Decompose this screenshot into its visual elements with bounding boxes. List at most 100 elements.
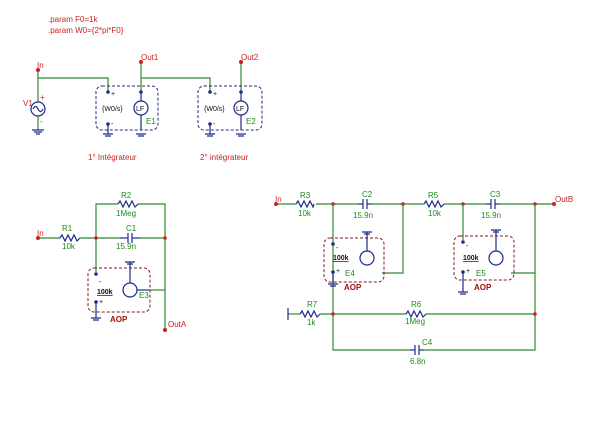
circuit-a: In OutA R1 10k R2 1Meg C1 15.9n xyxy=(36,191,187,332)
net-label-out2: Out2 xyxy=(241,53,259,62)
net-label-out1: Out1 xyxy=(141,53,159,62)
capacitor-c1[interactable]: C1 15.9n xyxy=(116,224,140,251)
opamp-e3[interactable]: - + 100k E3 AOP xyxy=(87,261,151,324)
ground-icon xyxy=(103,133,113,137)
ground-icon xyxy=(362,231,372,235)
resistor-icon xyxy=(117,199,139,209)
svg-text:-: - xyxy=(111,121,114,128)
integrator-e2[interactable]: + - {W0/s} LF E2 xyxy=(197,85,263,131)
param-w0: .param W0={2*pi*F0} xyxy=(48,26,124,35)
capacitor-c4[interactable]: C4 6.8n xyxy=(410,338,433,366)
param-f0: .param F0=1k xyxy=(48,15,99,24)
source-name: V1 xyxy=(23,99,33,108)
capacitor-icon xyxy=(490,199,496,209)
resistor-icon xyxy=(299,309,321,319)
resistor-icon xyxy=(405,309,427,319)
svg-text:-: - xyxy=(336,245,339,252)
net-label-in: In xyxy=(37,229,44,238)
resistor-r6[interactable]: R6 1Meg xyxy=(405,300,427,326)
net-node-out2[interactable] xyxy=(239,60,243,64)
opamp-label: AOP xyxy=(344,283,362,292)
integrator-name: E2 xyxy=(246,117,256,126)
ground-icon xyxy=(32,129,44,135)
svg-text:+: + xyxy=(336,268,340,275)
capacitor-c3[interactable]: C3 15.9n xyxy=(481,190,501,220)
ground-icon xyxy=(328,283,338,287)
svg-text:-: - xyxy=(466,243,469,250)
component-name: C2 xyxy=(362,190,373,199)
opamp-box xyxy=(323,237,385,283)
component-value: 6.8n xyxy=(410,357,426,366)
voltage-source-v1[interactable]: V1 + - xyxy=(23,93,46,126)
component-value: 10k xyxy=(62,242,76,251)
net-node-out1[interactable] xyxy=(139,60,143,64)
opamp-box xyxy=(453,235,515,281)
net-node-in[interactable] xyxy=(274,202,278,206)
ground-icon xyxy=(205,133,215,137)
net-node-in[interactable] xyxy=(36,68,40,72)
net-label-in: In xyxy=(275,195,282,204)
svg-text:+: + xyxy=(466,268,470,275)
svg-text:+: + xyxy=(40,93,45,102)
component-value: 15.9n xyxy=(116,242,136,251)
component-name: E4 xyxy=(345,269,355,278)
component-name: R3 xyxy=(300,191,311,200)
opamp-e4[interactable]: - + 100k E4 AOP xyxy=(323,231,385,292)
component-value: 15.9n xyxy=(481,211,501,220)
integrator-circuit: In Out1 Out2 V1 + - + - {W0/s} LF E1 xyxy=(23,53,263,162)
resistor-icon xyxy=(295,199,315,209)
component-name: C3 xyxy=(490,190,501,199)
svg-text:+: + xyxy=(111,91,115,98)
resistor-r2[interactable]: R2 1Meg xyxy=(116,191,139,218)
component-value: 1k xyxy=(307,318,316,327)
component-name: R7 xyxy=(307,300,318,309)
integrator-name: E1 xyxy=(146,117,156,126)
component-value: 1Meg xyxy=(405,317,425,326)
component-name: R1 xyxy=(62,224,73,233)
net-node-outA[interactable] xyxy=(163,328,167,332)
net-node-outB[interactable] xyxy=(552,202,556,206)
component-value: 10k xyxy=(428,209,442,218)
integrator-box xyxy=(95,85,159,131)
svg-text:-: - xyxy=(213,121,216,128)
svg-text:-: - xyxy=(40,117,43,126)
ground-icon xyxy=(236,133,246,137)
ground-icon xyxy=(458,291,468,295)
resistor-r7[interactable]: R7 1k xyxy=(287,300,321,327)
component-value: 15.9n xyxy=(353,211,373,220)
caption-e1: 1° Intégrateur xyxy=(88,153,137,162)
integrator-expr: {W0/s} xyxy=(102,106,123,113)
circuit-b: In OutB R3 10k C2 15.9n xyxy=(274,190,573,366)
opamp-gain: 100k xyxy=(97,289,113,296)
controlled-source-icon xyxy=(488,250,504,266)
caption-e2: 2° intégrateur xyxy=(200,153,248,162)
capacitor-icon xyxy=(414,345,420,355)
component-value: 1Meg xyxy=(116,209,136,218)
component-name: C4 xyxy=(422,338,433,347)
ground-icon xyxy=(125,261,135,265)
resistor-r3[interactable]: R3 10k xyxy=(295,191,315,218)
ground-icon xyxy=(491,229,501,233)
net-label-outA: OutA xyxy=(168,320,187,329)
net-label-in: In xyxy=(37,61,44,70)
controlled-source-icon xyxy=(122,282,138,298)
controlled-source-icon xyxy=(359,250,375,266)
sine-source-icon xyxy=(30,101,46,117)
integrator-e1[interactable]: + - {W0/s} LF E1 xyxy=(95,85,159,131)
resistor-r1[interactable]: R1 10k xyxy=(59,224,81,251)
resistor-r5[interactable]: R5 10k xyxy=(423,191,445,218)
component-name: C1 xyxy=(126,224,137,233)
ground-icon xyxy=(136,133,146,137)
svg-text:+: + xyxy=(99,299,103,306)
component-name: R2 xyxy=(121,191,132,200)
opamp-label: AOP xyxy=(110,315,128,324)
svg-text:LF: LF xyxy=(136,106,144,113)
opamp-box xyxy=(87,267,151,313)
capacitor-c2[interactable]: C2 15.9n xyxy=(353,190,373,220)
svg-text:+: + xyxy=(213,91,217,98)
component-name: E3 xyxy=(139,291,149,300)
component-name: R5 xyxy=(428,191,439,200)
net-node-in[interactable] xyxy=(36,236,40,240)
capacitor-icon xyxy=(362,199,368,209)
